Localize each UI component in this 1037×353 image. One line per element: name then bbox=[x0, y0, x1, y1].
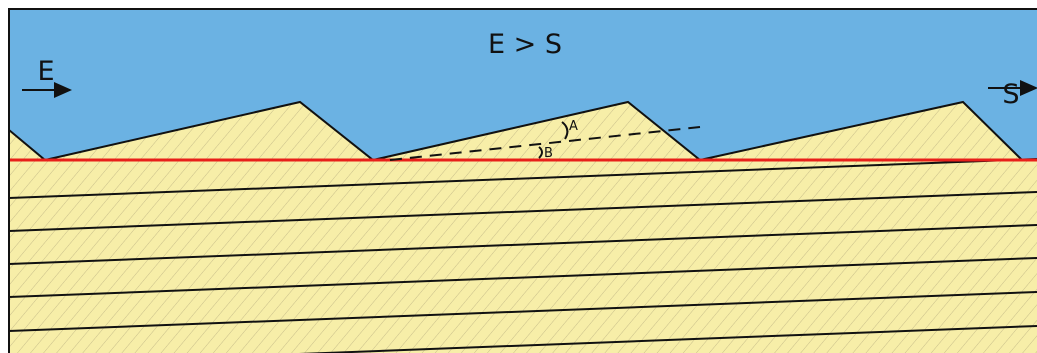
right-label: S bbox=[1002, 79, 1019, 110]
dashed-reference-line bbox=[389, 126, 701, 161]
left-label: E bbox=[37, 56, 54, 87]
sand-body bbox=[9, 102, 1037, 353]
diagram-frame bbox=[8, 8, 1037, 353]
angle-a-label: A bbox=[569, 119, 578, 134]
strata-lines bbox=[9, 158, 1037, 353]
stratum-line bbox=[9, 158, 1037, 199]
stratum-line bbox=[9, 191, 1037, 232]
stratum-line bbox=[9, 224, 1037, 265]
title-label: E > S bbox=[488, 29, 562, 60]
frame-content: E > S E S A B bbox=[9, 9, 1037, 353]
stratum-line bbox=[9, 257, 1037, 298]
stratum-line bbox=[9, 291, 1037, 332]
stratum-line bbox=[298, 325, 1037, 353]
angle-a-arc bbox=[561, 121, 569, 140]
angle-b-label: B bbox=[544, 146, 553, 161]
bedform-surface bbox=[9, 100, 1023, 162]
angle-b-arc bbox=[538, 146, 543, 159]
